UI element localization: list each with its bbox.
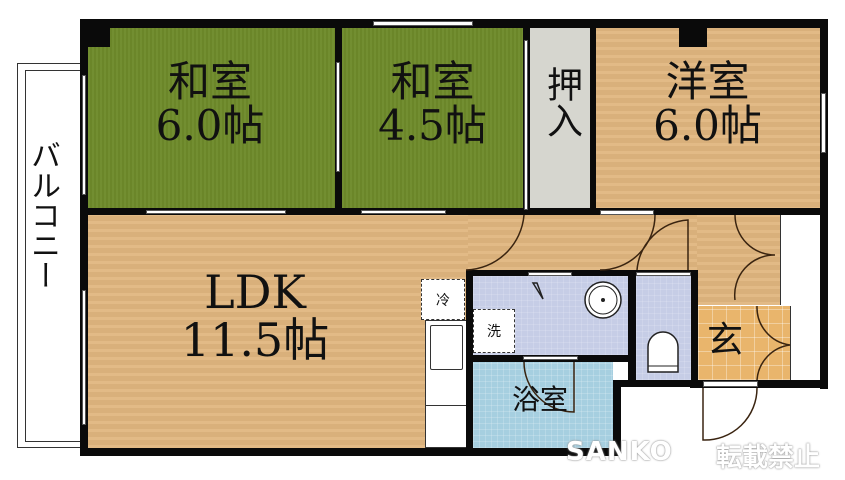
wall-middle-horizontal	[80, 208, 828, 215]
washitsu-6-size: 6.0帖	[155, 101, 265, 151]
front-door-frame	[703, 381, 758, 387]
bathroom-label: 浴室	[511, 383, 568, 416]
pillar-youshitsu	[679, 19, 707, 47]
window-washroom-door	[528, 272, 572, 276]
washitsu-6-name: 和室	[167, 57, 252, 106]
kitchen-stove-divider	[425, 405, 468, 406]
window-youshitsu-door	[600, 210, 654, 215]
wall-wet-area-top	[466, 270, 698, 276]
toilet-room	[636, 275, 691, 380]
wall-wash-toilet-divider	[628, 270, 636, 382]
washitsu-4-5-name: 和室	[390, 57, 475, 106]
wall-bottom-right	[690, 380, 828, 388]
wall-closet-right	[590, 19, 596, 214]
fridge-space: 冷	[421, 279, 465, 320]
youshitsu-room	[595, 27, 820, 210]
washitsu-6-room	[88, 27, 335, 210]
wall-bath-right	[613, 380, 621, 456]
window-washitsu-divider	[336, 62, 340, 172]
watermark-brand: SANKO	[566, 437, 673, 467]
kitchen-sink	[430, 325, 463, 370]
washitsu-6-label: 和室 6.0帖	[120, 57, 300, 151]
wall-bath-step	[613, 380, 693, 387]
ldk-room	[88, 215, 468, 448]
youshitsu-name: 洋室	[665, 57, 750, 106]
window-left-upper	[82, 75, 86, 195]
pillar-top-left	[80, 19, 110, 47]
window-youshitsu-right	[821, 93, 826, 153]
window-washitsu1-bottom	[146, 210, 286, 214]
washitsu-4-5-label: 和室 4.5帖	[345, 57, 520, 151]
watermark-notice: 転載禁止	[716, 443, 821, 473]
ldk-label: LDK 11.5帖	[140, 268, 370, 365]
wall-bottom-left	[80, 448, 620, 456]
youshitsu-label: 洋室 6.0帖	[605, 57, 810, 151]
oshiire-closet	[530, 27, 590, 210]
window-washitsu2-bottom	[361, 210, 446, 214]
ldk-name: LDK	[204, 265, 306, 319]
wall-wet-area-left	[466, 270, 473, 455]
wall-left	[80, 19, 88, 456]
wall-right	[820, 19, 828, 389]
hallway-entry	[697, 215, 780, 305]
entrance-label: 玄	[706, 320, 743, 361]
balcony-inner	[25, 70, 83, 442]
shoe-closet	[780, 215, 822, 305]
youshitsu-size: 6.0帖	[653, 101, 762, 151]
shoe-box	[790, 306, 822, 380]
washer-space: 洗	[473, 309, 515, 353]
window-left-lower	[82, 290, 86, 425]
washitsu-4-5-room	[342, 27, 523, 210]
wall-toilet-right	[691, 270, 698, 388]
washitsu-4-5-size: 4.5帖	[378, 101, 487, 151]
window-bath-door	[523, 356, 578, 360]
window-toilet-door	[636, 272, 691, 276]
ldk-size: 11.5帖	[180, 313, 330, 368]
window-washitsu2-top	[373, 21, 473, 26]
balcony-label: バルコニー	[25, 140, 60, 290]
oshiire-label: 押入	[541, 66, 582, 138]
window-closet-slider	[524, 40, 528, 210]
